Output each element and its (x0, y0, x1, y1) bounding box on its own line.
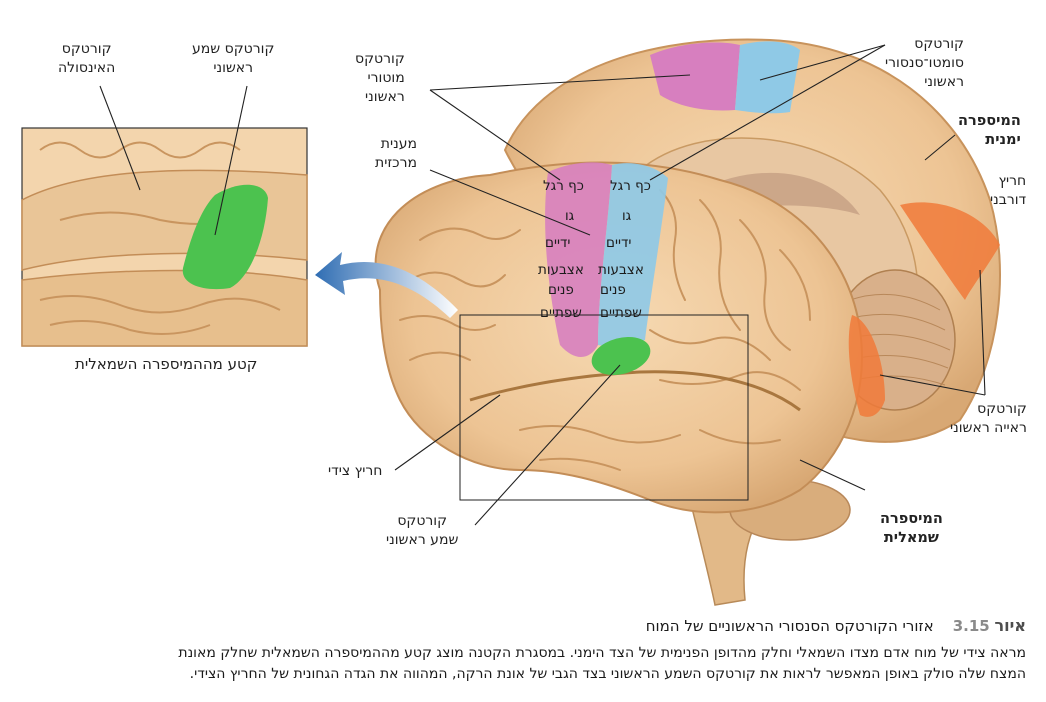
calcarine-sulcus-label: חריץ דורבני (990, 172, 1026, 210)
figure-title-line: איור 3.15 אזורי הקורטקס הסנסורי הראשוניי… (646, 616, 1026, 635)
motor-map-hands: ידיים (545, 235, 571, 251)
inset-source-frame (459, 314, 749, 501)
visual-cortex-label: קורטקס ראייה ראשוני (950, 400, 1027, 438)
motor-map-foot: כף רגל (543, 178, 584, 194)
motor-label-line2: מוטורי (367, 70, 405, 86)
left-hemisphere-label: המיספרה שמאלית (880, 510, 943, 548)
soma-label-line2: סומטו־סנסורי (885, 55, 964, 71)
soma-label-line1: קורטקס (914, 36, 964, 52)
right-hemisphere-label: המיספרה ימנית (958, 112, 1021, 150)
sensory-map-lips: שפתיים (600, 305, 642, 321)
calcarine-line2: דורבני (990, 192, 1027, 208)
motor-map-fingers: אצבעות (538, 262, 584, 278)
visual-cortex-region (900, 202, 1000, 300)
calcarine-line1: חריץ (998, 173, 1027, 189)
inset-insula-label: קורטקס האינסולה (58, 40, 115, 78)
motor-map-trunk: גו (565, 208, 575, 224)
inset-insula-label-line2: האינסולה (58, 60, 116, 76)
motor-cortex-top (650, 42, 740, 111)
somatosensory-cortex-label: קורטקס סומטו־סנסורי ראשוני (885, 35, 964, 92)
motor-label-line3: ראשוני (365, 89, 405, 105)
sensory-map-foot: כף רגל (610, 178, 651, 194)
motor-cortex-label: קורטקס מוטורי ראשוני (355, 50, 405, 107)
visual-line1: קורטקס (977, 401, 1027, 417)
inset-auditory-label-line2: ראשוני (213, 60, 254, 76)
lateral-sulcus-label: חריץ צידי (328, 463, 383, 479)
inset-auditory-label-line1: קורטקס שמע (192, 41, 275, 57)
figure-caption-line2: המצח שלה סולק באופן המאפשר לראות את קורט… (189, 666, 1026, 682)
right-hemi-line2: ימנית (985, 132, 1021, 148)
lateral-sulcus (469, 370, 801, 412)
motor-map-lips: שפתיים (540, 305, 582, 321)
figure-number: 3.15 (952, 617, 990, 635)
auditory-cortex-region (591, 336, 651, 376)
visual-line2: ראייה ראשוני (950, 420, 1027, 436)
sensory-map-hands: ידיים (606, 235, 632, 251)
figure-label: איור (994, 616, 1026, 635)
somatosensory-cortex-strip (598, 163, 668, 347)
arrow-to-inset (315, 252, 458, 318)
auditory-cortex-label: קורטקס שמע ראשוני (386, 512, 458, 550)
auditory-line2: שמע ראשוני (386, 532, 459, 548)
inset-auditory-region (182, 184, 268, 290)
central-sulcus-label: מענית מרכזית (375, 135, 417, 173)
motor-map-face: פנים (548, 282, 574, 298)
left-hemi-line2: שמאלית (883, 530, 939, 546)
visual-cortex-region-2 (848, 315, 885, 417)
central-label-line2: מרכזית (375, 155, 417, 171)
sensory-map-face: פנים (600, 282, 626, 298)
auditory-line1: קורטקס (397, 513, 448, 529)
figure-caption-line1: מראה צידי של מוח אדם מצדו השמאלי וחלק מה… (178, 645, 1026, 661)
inset-illustration (21, 141, 308, 347)
motor-cortex-strip (545, 162, 612, 358)
right-hemi-line1: המיספרה (958, 113, 1021, 129)
inset-caption: קטע מההמיספרה השמאלית (75, 355, 258, 373)
sensory-map-fingers: אצבעות (598, 262, 644, 278)
figure-title: אזורי הקורטקס הסנסורי הראשוניים של המוח (645, 617, 934, 635)
inset-auditory-label: קורטקס שמע ראשוני (192, 40, 274, 78)
inset-insula-label-line1: קורטקס (61, 41, 112, 57)
left-hemi-line1: המיספרה (880, 511, 943, 527)
soma-label-line3: ראשוני (924, 74, 964, 90)
central-label-line1: מענית (380, 136, 417, 152)
sensory-map-trunk: גו (622, 208, 632, 224)
motor-label-line1: קורטקס (355, 51, 405, 67)
